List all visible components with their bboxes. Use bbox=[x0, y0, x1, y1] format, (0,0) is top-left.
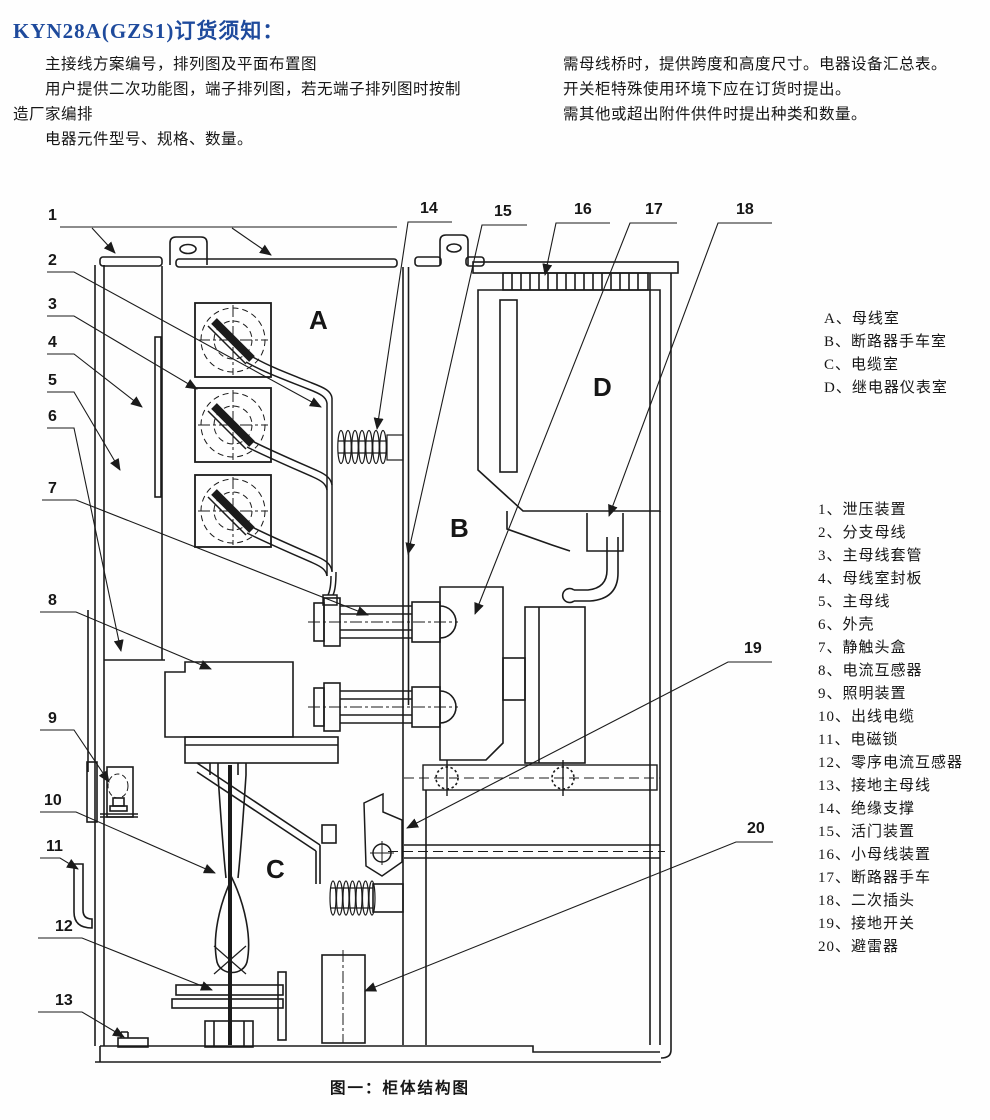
parts-legend-item: 8、电流互感器 bbox=[818, 663, 923, 679]
callout-5: 5 bbox=[48, 372, 57, 389]
room-legend-item: A、母线室 bbox=[824, 311, 900, 327]
parts-legend-item: 4、母线室封板 bbox=[818, 571, 923, 587]
room-label-a: A bbox=[309, 305, 328, 335]
cable-room-parts bbox=[73, 661, 404, 1048]
callout-17: 17 bbox=[645, 201, 663, 218]
parts-legend-item: 15、活门装置 bbox=[818, 824, 916, 840]
callout-15: 15 bbox=[494, 203, 512, 220]
parts-legend: 1、泄压装置 2、分支母线 3、主母线套管 4、母线室封板 5、主母线 6、外壳… bbox=[818, 499, 963, 959]
callout-19: 19 bbox=[744, 640, 762, 657]
callout-14: 14 bbox=[420, 200, 438, 217]
parts-legend-item: 5、主母线 bbox=[818, 594, 891, 610]
callout-13: 13 bbox=[55, 992, 73, 1009]
room-legend-item: B、断路器手车室 bbox=[824, 334, 948, 350]
parts-legend-item: 1、泄压装置 bbox=[818, 502, 907, 518]
room-legend-item: D、继电器仪表室 bbox=[824, 380, 948, 396]
parts-legend-item: 13、接地主母线 bbox=[818, 778, 932, 794]
room-legend-item: C、电缆室 bbox=[824, 357, 900, 373]
note-right-line1: 需母线桥时，提供跨度和高度尺寸。电器设备汇总表。 bbox=[563, 56, 948, 73]
parts-legend-item: 18、二次插头 bbox=[818, 893, 916, 909]
note-right-line3: 需其他或超出附件供件时提出种类和数量。 bbox=[563, 106, 868, 123]
callout-10: 10 bbox=[44, 792, 62, 809]
callout-12: 12 bbox=[55, 918, 73, 935]
insulation-support bbox=[337, 429, 404, 465]
note-left-line2: 用户提供二次功能图，端子排列图，若无端子排列图时按制 bbox=[45, 81, 462, 98]
busbar-bushings bbox=[194, 302, 272, 548]
parts-legend-item: 17、断路器手车 bbox=[818, 870, 932, 886]
parts-legend-item: 9、照明装置 bbox=[818, 686, 907, 702]
note-left-line4: 电器元件型号、规格、数量。 bbox=[45, 131, 254, 148]
parts-legend-item: 12、零序电流互感器 bbox=[818, 755, 964, 771]
note-left-line1: 主接线方案编号，排列图及平面布置图 bbox=[45, 56, 318, 73]
static-contact-assembly bbox=[308, 511, 624, 764]
parts-legend-item: 10、出线电缆 bbox=[818, 709, 916, 725]
callout-6: 6 bbox=[48, 408, 57, 425]
room-legend: A、母线室 B、断路器手车室 C、电缆室 D、继电器仪表室 bbox=[824, 308, 948, 400]
callout-18: 18 bbox=[736, 201, 754, 218]
parts-legend-item: 6、外壳 bbox=[818, 617, 875, 633]
callout-11: 11 bbox=[46, 838, 63, 855]
callout-20: 20 bbox=[747, 820, 765, 837]
parts-legend-item: 14、绝缘支撑 bbox=[818, 801, 916, 817]
callout-1: 1 bbox=[48, 207, 57, 224]
branch-busbar bbox=[245, 355, 338, 606]
page-title: KYN28A(GZS1)订货须知： bbox=[13, 19, 285, 43]
room-label-d: D bbox=[593, 372, 612, 402]
parts-legend-item: 19、接地开关 bbox=[818, 916, 916, 932]
room-label-b: B bbox=[450, 513, 469, 543]
parts-legend-item: 16、小母线装置 bbox=[818, 847, 932, 863]
cabinet-shell bbox=[87, 234, 679, 1063]
callout-3: 3 bbox=[48, 296, 57, 313]
callout-2: 2 bbox=[48, 252, 57, 269]
room-label-c: C bbox=[266, 854, 285, 884]
note-left-line3: 造厂家编排 bbox=[13, 106, 94, 123]
earthing-switch bbox=[363, 792, 403, 877]
callout-leaders bbox=[38, 221, 773, 1038]
parts-legend-item: 3、主母线套管 bbox=[818, 548, 923, 564]
figure-caption: 图一：柜体结构图 bbox=[330, 1080, 471, 1097]
callout-4: 4 bbox=[48, 334, 57, 351]
parts-legend-item: 11、电磁锁 bbox=[818, 732, 899, 748]
callout-16: 16 bbox=[574, 201, 592, 218]
callout-7: 7 bbox=[48, 480, 57, 497]
note-right-line2: 开关柜特殊使用环境下应在订货时提出。 bbox=[563, 81, 852, 98]
parts-legend-item: 2、分支母线 bbox=[818, 525, 907, 541]
parts-legend-item: 7、静触头盒 bbox=[818, 640, 907, 656]
guide-rails bbox=[388, 760, 665, 859]
callout-9: 9 bbox=[48, 710, 57, 727]
parts-legend-item: 20、避雷器 bbox=[818, 939, 900, 955]
callout-8: 8 bbox=[48, 592, 57, 609]
